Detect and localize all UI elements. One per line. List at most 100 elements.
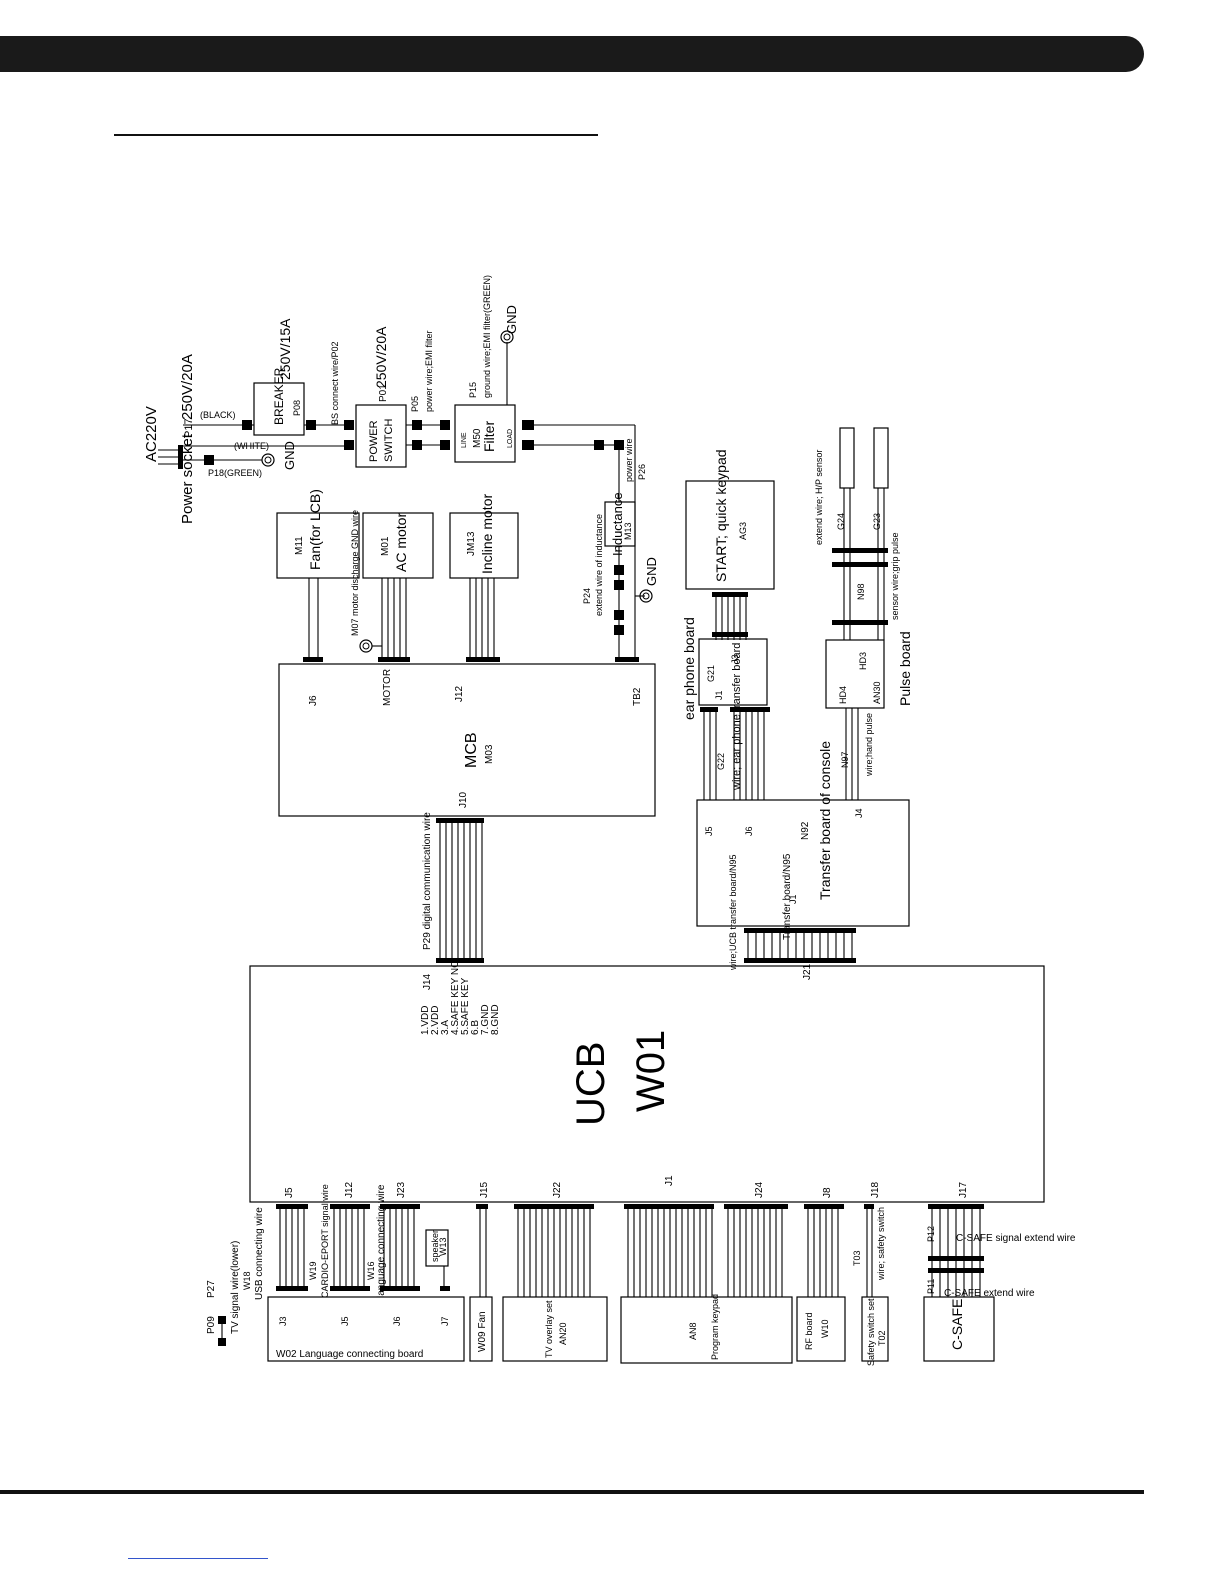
p24-desc-label: extend wire of inductance [594,514,604,616]
power-wire-label: power wire [624,438,634,482]
p17-label: P17 [183,418,195,438]
p26-label: P26 [637,464,647,480]
p27-label: P27 [206,1280,217,1298]
pulse-id-label: AN30 [872,681,882,704]
lang-wire-label: language connecting wire [376,1184,387,1298]
mcb-board: J6 MOTOR J12 TB2 MCB M03 J10 [278,657,656,817]
csafe-label: C-SAFE [949,1299,965,1350]
ucb-j14-label: J14 [422,973,433,990]
mcb-box [278,663,656,817]
program-keypad-box [620,1296,793,1364]
ucb-j21-label: J21 [802,963,813,980]
m07-label: M07 motor discharge GND wire [350,510,360,636]
ucb-pin-8: 8.GND [490,1004,501,1035]
j1-bus-wires [627,1209,713,1297]
usb-wire-label: USB connecting wire [254,1207,265,1300]
lang-j6-label: J6 [392,1316,402,1326]
w16-label: W16 [366,1261,376,1280]
lang-board-label: W02 Language connecting board [276,1349,423,1360]
g23-label: G23 [872,513,882,530]
t03-label: T03 [852,1250,862,1266]
filter-label: Filter [481,421,497,452]
speaker-label: speaker [430,1230,440,1262]
p15-label: P15 [468,382,478,398]
earphone-j1-label: J1 [714,690,724,700]
p05-desc-label: power wire;EMI filter [424,330,434,412]
ucb-pin-1: 1.VDD [420,1006,431,1035]
p29-cable: P29 digital communication wire [422,812,484,963]
ucb-label: UCB [569,1042,613,1126]
footer-link-underline [128,1558,268,1559]
cardio-wire-label: CARDIO-EPORT signal wire [320,1184,330,1298]
bs-connect-label: BS connect wire/P02 [330,341,340,425]
g22-label: G22 [716,753,726,770]
j22-bus-wires [517,1209,591,1297]
rf-board-label: RF board [804,1312,814,1350]
hp-sensor-label: extend wire; H/P sensor [814,450,824,545]
mcb-j12-label: J12 [454,685,465,702]
pulse-board-box [825,639,885,709]
transfer-j4-label: J4 [854,808,864,818]
lang-j5-label: J5 [340,1316,350,1326]
fan-label: Fan(for LCB) [307,489,323,570]
ucb-pin-4: 4.SAFE KEY NC [450,961,461,1035]
mcb-label: MCB [463,732,480,768]
fan-id-label: M11 [294,536,305,555]
ucb-box [249,965,1045,1203]
black-wire-label: (BLACK) [200,410,236,420]
pulse-board-label: Pulse board [897,631,913,706]
language-board-box [267,1296,465,1362]
earphone-label: ear phone board [681,617,697,720]
earphone-id-label: G21 [706,665,716,682]
m13-label: M13 [623,522,633,540]
transfer-label: Transfer board of console [817,741,833,900]
ground-icon [500,330,514,344]
ucb-j22-label: J22 [552,1181,563,1198]
pulse-section: extend wire; H/P sensor G24 G23 N98 sens… [814,427,913,800]
ground-icon [261,453,275,467]
footer-rule [0,1490,1144,1494]
p29-label: P29 digital communication wire [422,812,433,950]
safety-set-label: Safety switch set [866,1298,876,1366]
p11-label: P11 [926,1279,936,1294]
ac-motor-box [362,512,434,579]
filter-load-label: LOAD [507,429,514,448]
transfer-j5-label: J5 [704,826,714,836]
pulse-hd3-label: HD3 [858,652,868,670]
g22-desc-label: wire; ear phone transfer board [731,643,743,791]
breaker-box [253,382,305,436]
safety-switch-box [861,1296,889,1362]
mcb-j6-label: J6 [308,695,319,706]
gnd-label-3: GND [644,557,659,586]
switch-label-2: SWITCH [383,419,395,462]
an8-label: AN8 [688,1322,698,1340]
tv-overlay-label: TV overlay set [544,1300,554,1358]
ucb-board: J14 J21 1.VDD 2.VDD 3.A 4.SAFE KEY NC 5.… [249,961,1045,1203]
transfer-id-label: N92 [800,821,811,840]
ucb-pin-3: 3.A [440,1020,451,1035]
incline-id-label: JM13 [466,531,477,556]
socket-rating-label: 250V/20A [179,354,196,420]
ucb-j17-label: J17 [958,1181,969,1198]
p05-label: P05 [410,396,420,412]
an20-label: AN20 [558,1322,568,1345]
transfer-n95-label: Transfer board/N95 [782,853,793,940]
w09-fan-box [469,1296,493,1362]
csafe-extend-label: C-SAFE extend wire [944,1288,1035,1299]
motor-section: M11 Fan(for LCB) M01 AC motor M07 motor … [276,489,519,660]
ucb-j15-label: J15 [479,1181,490,1198]
g24-label: G24 [836,513,846,530]
title-underline [114,134,598,136]
ucb-j24-label: J24 [754,1181,765,1198]
header-bar [0,36,1144,72]
power-socket-label: Power socket [179,433,196,524]
p08-label: P08 [292,400,302,416]
ac-motor-id-label: M01 [380,536,391,556]
filter-id-label: M50 [472,428,483,448]
incline-label: Incline motor [479,494,495,574]
keypad-id-label: AG3 [738,522,748,540]
inductance-box [604,501,636,547]
p01-label: P01 [378,384,389,402]
gnd-label-2: GND [504,305,519,334]
csafe-signal-label: C-SAFE signal extend wire [956,1233,1076,1244]
